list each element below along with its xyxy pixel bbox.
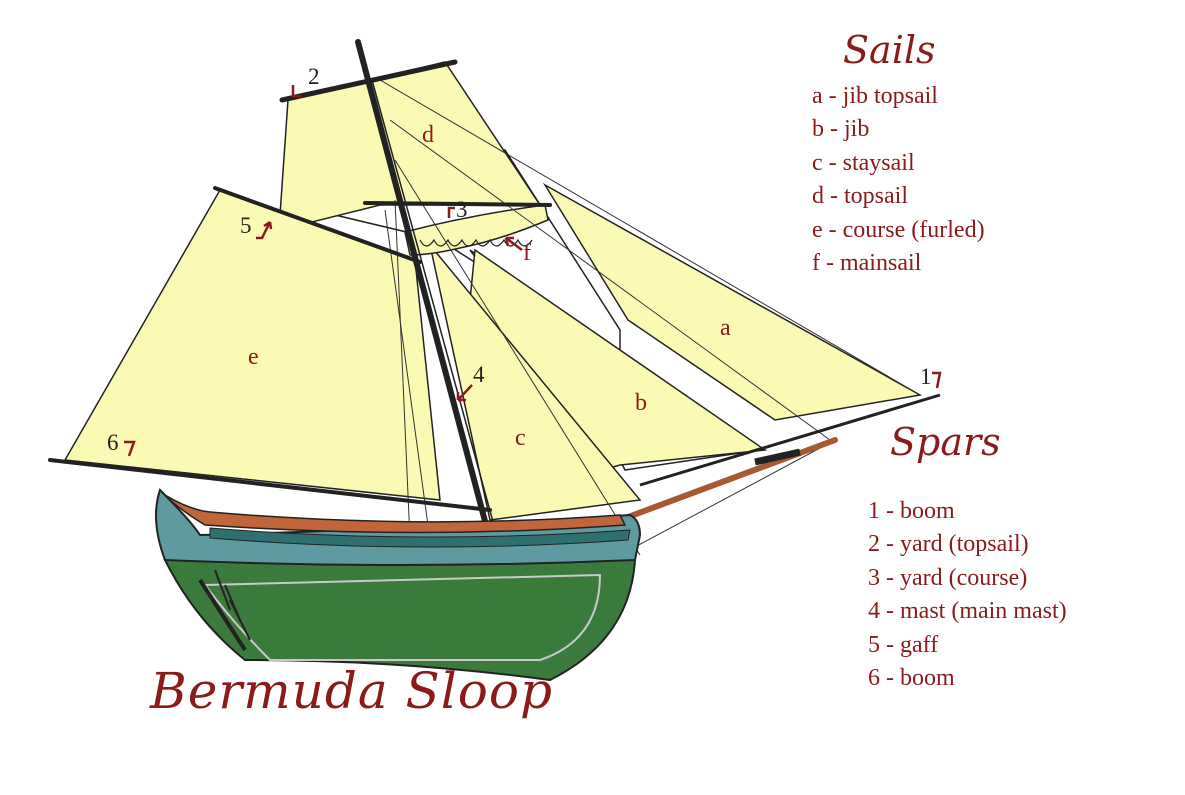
sails-legend-item-f: f - mainsail (812, 250, 922, 277)
label-sail-d: d (422, 122, 434, 148)
pointer-arrows (124, 85, 942, 457)
label-sail-f: f (523, 240, 531, 266)
label-sail-b: b (635, 390, 647, 416)
arrow-spar-6 (124, 440, 136, 457)
label-sail-a: a (720, 315, 731, 341)
diagram-title: Bermuda Sloop (150, 662, 554, 720)
spar-number-labels: 1 2 3 4 5 6 (107, 64, 932, 455)
sail-letter-labels: a b c d e f (248, 122, 731, 451)
mast-shrouds (371, 79, 499, 541)
spars-legend-item-1: 1 - boom (868, 498, 955, 524)
sails-legend-item-b: b - jib (812, 116, 870, 143)
label-spar-5: 5 (240, 213, 252, 238)
spar-1-boom (639, 393, 941, 487)
arrow-spar-4 (456, 384, 473, 402)
rigging-lines (379, 79, 921, 556)
label-spar-2: 2 (308, 64, 320, 89)
sails-legend-item-a: a - jib topsail (812, 83, 938, 109)
spar-6-boom (48, 458, 492, 512)
label-sail-c: c (515, 425, 526, 451)
sails-legend-item-e: e - course (furled) (812, 216, 985, 243)
arrow-spar-1 (932, 371, 942, 389)
spars-legend-item-5: 5 - gaff (868, 631, 939, 658)
label-spar-3: 3 (456, 197, 468, 222)
arrow-spar-3 (447, 206, 455, 218)
label-spar-4: 4 (473, 362, 485, 387)
spar-3-yard-course (363, 201, 552, 207)
arrow-sail-f (504, 236, 523, 251)
arrow-spar-5 (256, 220, 273, 240)
spar-5-gaff (213, 186, 422, 264)
bowsprit-cap (754, 448, 801, 466)
sail-c-staysail (429, 244, 642, 521)
spars-legend-heading: Spars (890, 420, 1001, 464)
spar-4-main-mast (355, 39, 493, 543)
label-sail-e: e (248, 344, 259, 370)
spars-legend-item-6: 6 - boom (868, 665, 955, 692)
label-spar-6: 6 (107, 430, 119, 455)
spars-legend-list: 1 - boom 2 - yard (topsail) 3 - yard (co… (868, 495, 1067, 695)
hull (155, 488, 642, 682)
spars-legend-item-3: 3 - yard (course) (868, 564, 1028, 591)
sails-legend-item-c: c - staysail (812, 149, 915, 176)
sails-legend-item-d: d - topsail (812, 183, 908, 210)
arrow-spar-2 (291, 85, 301, 98)
sails-legend-heading: Sails (843, 28, 936, 72)
label-spar-1: 1 (920, 364, 932, 389)
sail-a-jib-topsail (542, 182, 923, 421)
spars-legend-item-4: 4 - mast (main mast) (868, 598, 1067, 625)
sails-legend-list: a - jib topsail b - jib c - staysail d -… (812, 80, 985, 280)
spars-legend-item-2: 2 - yard (topsail) (868, 531, 1029, 558)
hull-rail (164, 494, 627, 534)
